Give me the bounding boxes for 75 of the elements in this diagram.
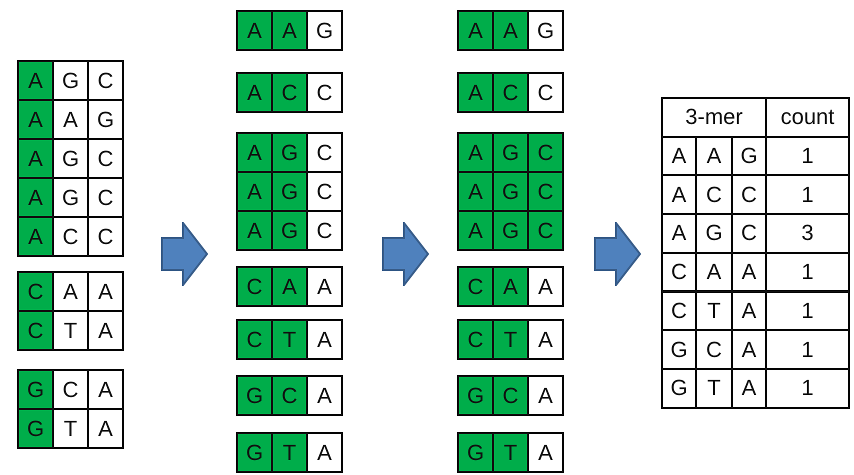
- table-cell: 1: [765, 290, 850, 332]
- nucleotide-cell: A: [492, 266, 529, 307]
- nucleotide-cell: A: [527, 266, 564, 307]
- nucleotide-cell: A: [306, 432, 343, 473]
- nucleotide-cell: C: [457, 319, 494, 360]
- nucleotide-cell: A: [236, 10, 273, 51]
- nucleotide-cell: C: [306, 72, 343, 113]
- nucleotide-cell: T: [271, 319, 308, 360]
- nucleotide-cell: C: [306, 132, 343, 173]
- nucleotide-cell: A: [306, 375, 343, 416]
- nucleotide-cell: A: [457, 210, 494, 251]
- nucleotide-cell: G: [271, 210, 308, 251]
- nucleotide-cell: A: [457, 10, 494, 51]
- nucleotide-cell: G: [527, 10, 564, 51]
- nucleotide-cell: C: [527, 72, 564, 113]
- nucleotide-cell: C: [236, 266, 273, 307]
- nucleotide-cell: A: [271, 266, 308, 307]
- nucleotide-cell: G: [492, 132, 529, 173]
- nucleotide-cell: C: [271, 375, 308, 416]
- nucleotide-cell: G: [271, 171, 308, 212]
- nucleotide-cell: A: [17, 138, 54, 179]
- nucleotide-cell: T: [271, 432, 308, 473]
- nucleotide-cell: A: [87, 310, 124, 351]
- nucleotide-cell: C: [492, 72, 529, 113]
- nucleotide-cell: A: [87, 408, 124, 449]
- table-cell: 1: [765, 368, 850, 409]
- nucleotide-cell: C: [271, 72, 308, 113]
- nucleotide-cell: G: [17, 369, 54, 410]
- nucleotide-cell: C: [527, 132, 564, 173]
- nucleotide-cell: C: [87, 216, 124, 257]
- nucleotide-cell: G: [306, 10, 343, 51]
- table-header: count: [765, 97, 850, 138]
- nucleotide-cell: G: [457, 432, 494, 473]
- table-cell: 1: [765, 252, 850, 292]
- nucleotide-cell: A: [17, 216, 54, 257]
- nucleotide-cell: C: [306, 210, 343, 251]
- nucleotide-cell: C: [17, 310, 54, 351]
- nucleotide-cell: A: [236, 72, 273, 113]
- nucleotide-cell: A: [17, 177, 54, 218]
- nucleotide-cell: A: [87, 369, 124, 410]
- nucleotide-cell: A: [236, 132, 273, 173]
- nucleotide-cell: A: [457, 72, 494, 113]
- nucleotide-cell: A: [306, 319, 343, 360]
- nucleotide-cell: A: [527, 319, 564, 360]
- nucleotide-cell: A: [271, 10, 308, 51]
- nucleotide-cell: G: [236, 375, 273, 416]
- nucleotide-cell: G: [17, 408, 54, 449]
- nucleotide-cell: A: [236, 210, 273, 251]
- table-header: 3-mer: [661, 97, 767, 138]
- nucleotide-cell: C: [527, 210, 564, 251]
- nucleotide-cell: A: [236, 171, 273, 212]
- table-cell: G: [661, 368, 697, 409]
- nucleotide-cell: A: [17, 99, 54, 140]
- nucleotide-cell: A: [306, 266, 343, 307]
- nucleotide-cell: G: [271, 132, 308, 173]
- nucleotide-cell: A: [527, 432, 564, 473]
- table-cell: C: [661, 252, 697, 292]
- nucleotide-cell: C: [457, 266, 494, 307]
- nucleotide-cell: G: [492, 171, 529, 212]
- nucleotide-cell: G: [492, 210, 529, 251]
- nucleotide-cell: C: [527, 171, 564, 212]
- nucleotide-cell: A: [492, 10, 529, 51]
- nucleotide-cell: C: [236, 319, 273, 360]
- nucleotide-cell: C: [17, 271, 54, 312]
- nucleotide-cell: C: [492, 375, 529, 416]
- nucleotide-cell: A: [527, 375, 564, 416]
- nucleotide-cell: A: [17, 60, 54, 101]
- nucleotide-cell: A: [457, 132, 494, 173]
- nucleotide-cell: G: [236, 432, 273, 473]
- nucleotide-cell: A: [457, 171, 494, 212]
- nucleotide-cell: C: [87, 60, 124, 101]
- nucleotide-cell: T: [492, 319, 529, 360]
- nucleotide-cell: T: [492, 432, 529, 473]
- nucleotide-cell: A: [87, 271, 124, 312]
- nucleotide-cell: G: [457, 375, 494, 416]
